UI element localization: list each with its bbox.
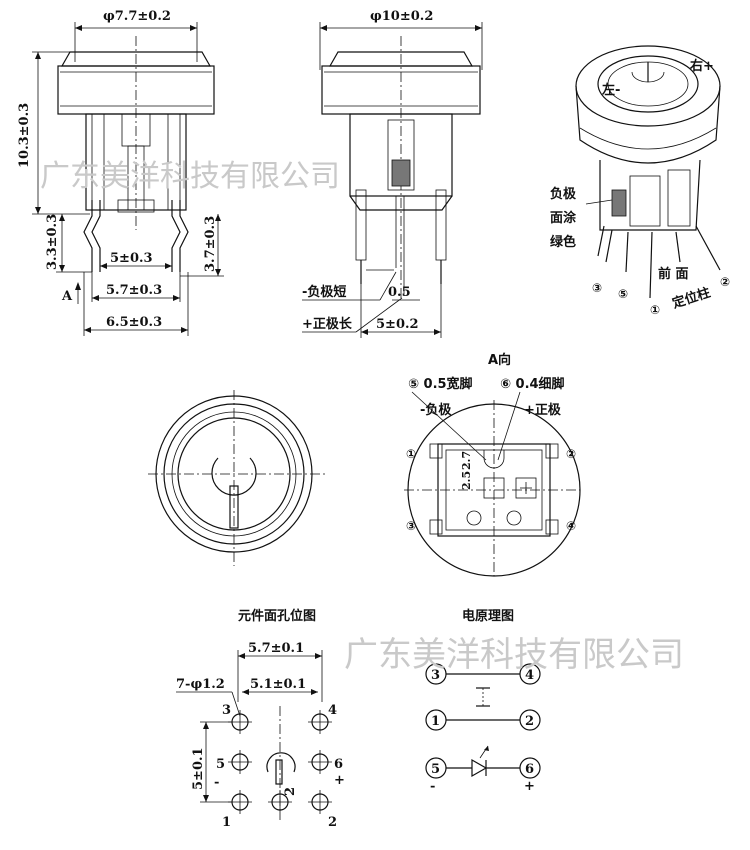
pcb-d1: 5.7±0.1 bbox=[248, 641, 304, 656]
iso-pin-2: ② bbox=[720, 275, 730, 289]
iso-right: 右+ bbox=[689, 58, 714, 74]
neg-label: -负极 bbox=[420, 402, 452, 418]
pcb-minus: - bbox=[214, 775, 219, 790]
pin5-label: ⑤ 0.5宽脚 bbox=[408, 376, 473, 392]
iso-neg-face-2: 面涂 bbox=[550, 210, 577, 226]
bv-pin-4: ④ bbox=[566, 519, 576, 533]
iso-pin-3: ③ bbox=[592, 281, 602, 295]
iso-left: 左- bbox=[602, 82, 620, 98]
pcb-d3: 5±0.1 bbox=[191, 747, 206, 790]
pcb-n6: 6 bbox=[334, 757, 343, 772]
pcb-n1: 1 bbox=[222, 815, 231, 830]
bv-pin-1: ① bbox=[406, 447, 416, 461]
pcb-d4: 2 bbox=[283, 787, 298, 796]
sch-n6: 6 bbox=[525, 762, 534, 777]
sch-plus: + bbox=[524, 779, 535, 794]
pcb-n5: 5 bbox=[216, 757, 225, 772]
sch-n2: 2 bbox=[525, 714, 534, 729]
dim-25: 2.5 bbox=[460, 471, 473, 490]
pcb-title: 元件面孔位图 bbox=[238, 608, 316, 624]
dim-pin-right: 3.7±0.3 bbox=[203, 216, 218, 272]
pcb-d2: 5.1±0.1 bbox=[250, 677, 306, 692]
iso-front-1: 前 面 bbox=[658, 266, 689, 282]
pcb-hole: 7-φ1.2 bbox=[176, 677, 225, 692]
dim-27: 2.7 bbox=[460, 451, 473, 470]
dim-pitch-side: 5±0.2 bbox=[376, 317, 419, 332]
dim-span-mid: 5.7±0.3 bbox=[106, 283, 162, 298]
iso-neg-face-1: 负极 bbox=[550, 186, 577, 202]
pcb-n4: 4 bbox=[328, 703, 337, 718]
pcb-n3: 3 bbox=[222, 703, 231, 718]
schematic: 电原理图 3 4 1 2 5 6 - + bbox=[425, 608, 541, 794]
sch-n4: 4 bbox=[525, 668, 534, 683]
bv-pin-2: ② bbox=[566, 447, 576, 461]
bottom-title: A向 bbox=[488, 352, 511, 368]
dim-top-front: φ7.7±0.2 bbox=[103, 9, 171, 24]
dim-span-inner: 5±0.3 bbox=[110, 251, 153, 266]
side-view: φ10±0.2 -负极短 0.5 +正极长 5±0.2 bbox=[302, 9, 483, 338]
watermark-top: 广东美洋科技有限公司 bbox=[40, 159, 340, 194]
label-neg-short: -负极短 bbox=[302, 284, 346, 300]
sch-minus: - bbox=[430, 779, 435, 794]
bv-pin-3: ③ bbox=[406, 519, 416, 533]
watermark-bottom: 广东美洋科技有限公司 bbox=[344, 635, 684, 675]
top-view bbox=[148, 390, 328, 566]
isometric-view: 左- 右+ 负极 面涂 绿色 前 面 定位柱 ③ ⑤ ① ② bbox=[550, 45, 730, 317]
label-pos-long: +正极长 bbox=[302, 316, 353, 332]
pcb-layout: 元件面孔位图 5.7±0.1 5.1±0.1 7-φ1.2 bbox=[176, 608, 345, 830]
sch-n3: 3 bbox=[431, 668, 440, 683]
iso-neg-face-3: 绿色 bbox=[550, 234, 576, 250]
pcb-n2: 2 bbox=[328, 815, 337, 830]
sch-n1: 1 bbox=[431, 714, 440, 729]
pos-label: +正极 bbox=[524, 402, 562, 418]
bottom-view: A向 ⑤ 0.5宽脚 ⑥ 0.4细脚 -负极 +正极 2.7 2.5 ① ② ③… bbox=[404, 352, 581, 577]
dim-pin-left: 3.3±0.3 bbox=[45, 214, 60, 270]
front-view: φ7.7±0.2 10.3±0.3 3.3±0.3 bbox=[17, 9, 224, 336]
iso-front-2: 定位柱 bbox=[669, 285, 712, 313]
view-arrow-a: A bbox=[61, 289, 73, 304]
pin6-label: ⑥ 0.4细脚 bbox=[500, 376, 565, 392]
dim-lead-width: 0.5 bbox=[388, 285, 411, 300]
iso-pin-5: ⑤ bbox=[618, 287, 628, 301]
schematic-title: 电原理图 bbox=[462, 608, 514, 624]
dim-span-outer: 6.5±0.3 bbox=[106, 315, 162, 330]
dim-top-side: φ10±0.2 bbox=[370, 9, 433, 24]
pcb-plus: + bbox=[334, 773, 345, 788]
iso-pin-1: ① bbox=[650, 303, 660, 317]
sch-n5: 5 bbox=[431, 762, 440, 777]
dim-height: 10.3±0.3 bbox=[17, 103, 32, 168]
